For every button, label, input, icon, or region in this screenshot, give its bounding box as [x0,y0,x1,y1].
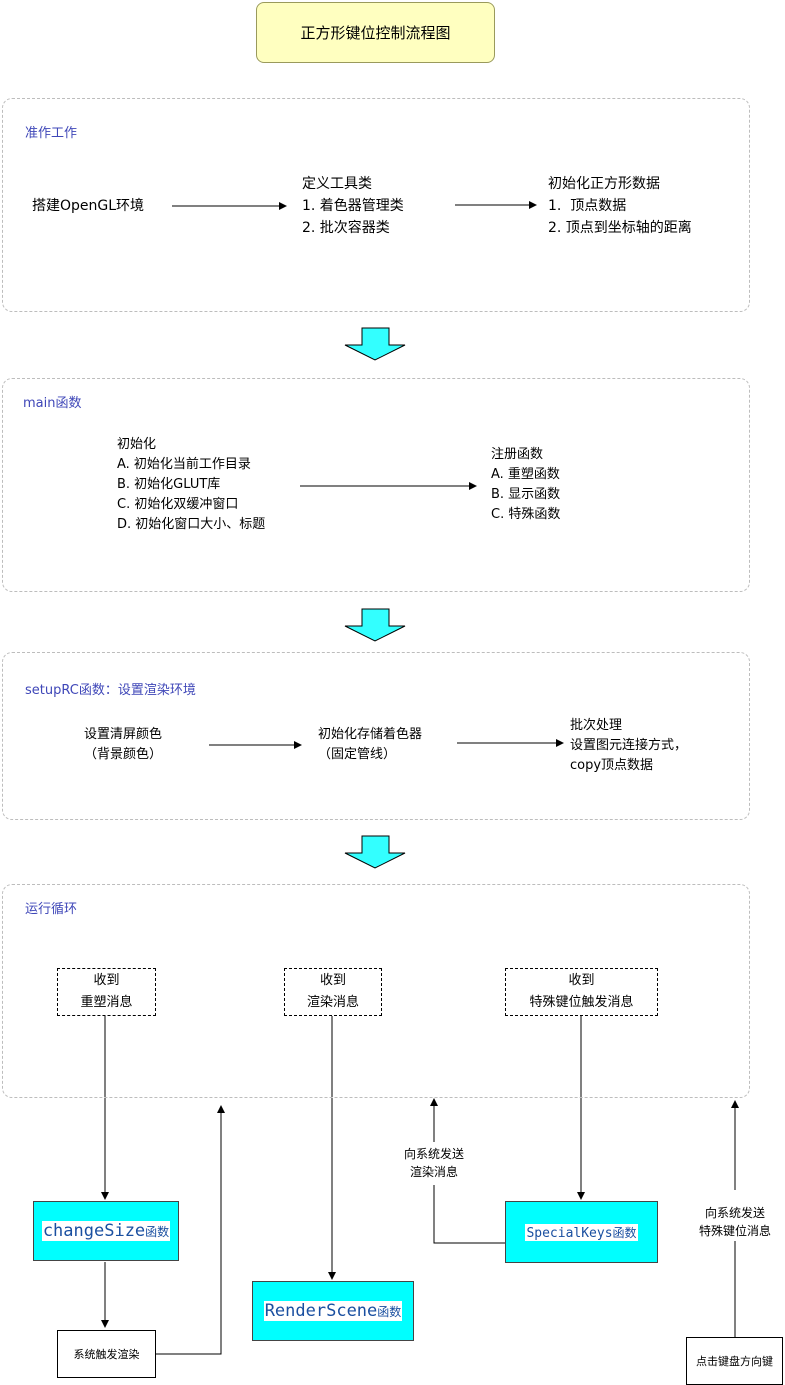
set-clear-color: 设置清屏颜色 （背景颜色） [84,727,163,762]
section-main-label: main函数 [23,396,82,411]
system-trigger-render-box: 系统触发渲染 [57,1330,156,1378]
section-run-loop-label: 运行循环 [25,902,78,917]
section-run-loop [2,884,750,1098]
section-flow-arrow-3 [344,835,406,869]
function-suffix: 函数 [145,1225,170,1239]
render-message-label: 渲染消息 [306,995,359,1010]
function-suffix: 函数 [377,1305,402,1319]
special-key-message-label: 特殊键位触发消息 [529,995,634,1010]
renderscene-function-box: RenderScene函数 [252,1281,414,1341]
section-setuprc-label: setupRC函数：设置渲染环境 [25,683,196,698]
init-shader-manager: 初始化存储着色器 （固定管线） [318,727,423,762]
batch-processing: 批次处理 设置图元连接方式， copy顶点数据 [570,718,688,773]
receive-label: 收到 [319,973,346,988]
click-arrow-keys-box: 点击键盘方向键 [686,1337,783,1385]
define-tool-classes: 定义工具类 1. 着色器管理类 2. 批次容器类 [302,176,404,236]
reshape-message-label: 重塑消息 [80,995,133,1010]
init-square-data: 初始化正方形数据 1. 顶点数据 2. 顶点到坐标轴的距离 [548,176,692,236]
specialkeys-name: SpecialKeys [526,1225,613,1241]
receive-label: 收到 [568,973,595,988]
section-flow-arrow-2 [344,608,406,642]
section-main-function [2,378,750,592]
section-preparation-label: 准作工作 [25,126,78,141]
renderscene-name: RenderScene [264,1301,378,1321]
main-init-list: 初始化 A. 初始化当前工作目录 B. 初始化GLUT库 C. 初始化双缓冲窗口… [117,437,266,532]
build-opengl-env: 搭建OpenGL环境 [32,198,145,214]
function-suffix: 函数 [612,1225,637,1240]
specialkeys-function-box: SpecialKeys函数 [505,1201,658,1263]
section-flow-arrow-1 [344,327,406,361]
receive-reshape-message: 收到 重塑消息 [57,968,156,1016]
section-preparation [2,98,750,312]
changesize-function-box: changeSize函数 [33,1201,179,1261]
main-register-list: 注册函数 A. 重塑函数 B. 显示函数 C. 特殊函数 [491,447,561,522]
receive-label: 收到 [93,973,120,988]
receive-special-key-message: 收到 特殊键位触发消息 [505,968,658,1016]
receive-render-message: 收到 渲染消息 [284,968,382,1016]
diagram-title: 正方形键位控制流程图 [256,2,495,63]
arrow-trigger-to-loop [156,1105,225,1355]
send-render-message-note: 向系统发送 渲染消息 [403,1147,464,1179]
arrow-specialkeys-to-loop [433,1185,505,1244]
section-setuprc [2,652,750,820]
send-special-key-message-note: 向系统发送 特殊键位消息 [694,1204,776,1240]
changesize-name: changeSize [42,1221,146,1241]
